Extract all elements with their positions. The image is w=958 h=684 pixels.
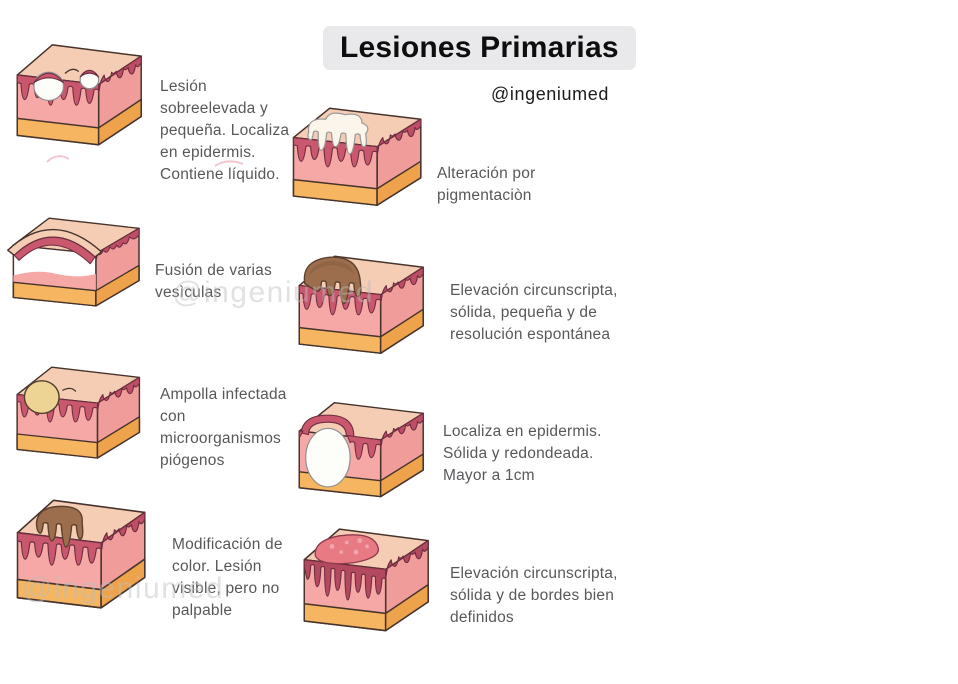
macule-diagram xyxy=(16,499,146,609)
skin-block-pustule-illustration xyxy=(8,350,154,470)
lesion-description: Alteración por pigmentaciòn xyxy=(437,164,536,204)
pustule-pus-shape xyxy=(23,380,60,415)
nodule-diagram xyxy=(298,402,424,498)
stray-mark xyxy=(46,155,70,163)
hypopigmented-patch-shape xyxy=(307,112,369,155)
plaque-diagram xyxy=(303,528,429,632)
lesion-description: Localiza en epidermis. Sólida y redondea… xyxy=(443,422,602,484)
skin-block-vesicle-illustration xyxy=(8,26,156,158)
lesion-description: Modificación de color. Lesión visible, p… xyxy=(172,535,283,619)
stray-mark xyxy=(214,160,244,167)
plaque-patch-shape xyxy=(314,534,379,565)
skin-block-nodule-illustration xyxy=(290,385,438,509)
papule-dome-shape xyxy=(303,256,362,305)
skin-block-hypopigmentation-illustration xyxy=(284,90,436,218)
pustule-diagram xyxy=(16,366,141,459)
vesicle-diagram xyxy=(16,44,142,146)
nodule-mass-shape xyxy=(305,427,351,488)
lesion-description: Ampolla infectada con microorganismos pi… xyxy=(160,385,287,469)
skin-block-macule-illustration xyxy=(8,480,160,622)
lesion-description: Elevación circunscripta, sólida, pequeña… xyxy=(450,281,618,343)
papule-diagram xyxy=(298,255,424,354)
lesion-description: Elevación circunscripta, sólida y de bor… xyxy=(450,564,618,626)
skin-block-plaque-illustration xyxy=(295,510,443,644)
hypopigmentation-diagram xyxy=(292,107,422,206)
lesion-description: Fusión de varias vesìculas xyxy=(155,261,272,301)
page-title: Lesiones Primarias xyxy=(323,26,636,70)
skin-block-bulla-illustration xyxy=(4,198,154,316)
macule-pigment-shape xyxy=(35,505,84,548)
author-handle: @ingeniumed xyxy=(491,84,609,104)
lesion-description: Lesión sobreelevada y pequeña. Localiza … xyxy=(160,77,290,183)
bulla-diagram xyxy=(7,217,140,307)
skin-block-papule-illustration xyxy=(290,238,438,366)
